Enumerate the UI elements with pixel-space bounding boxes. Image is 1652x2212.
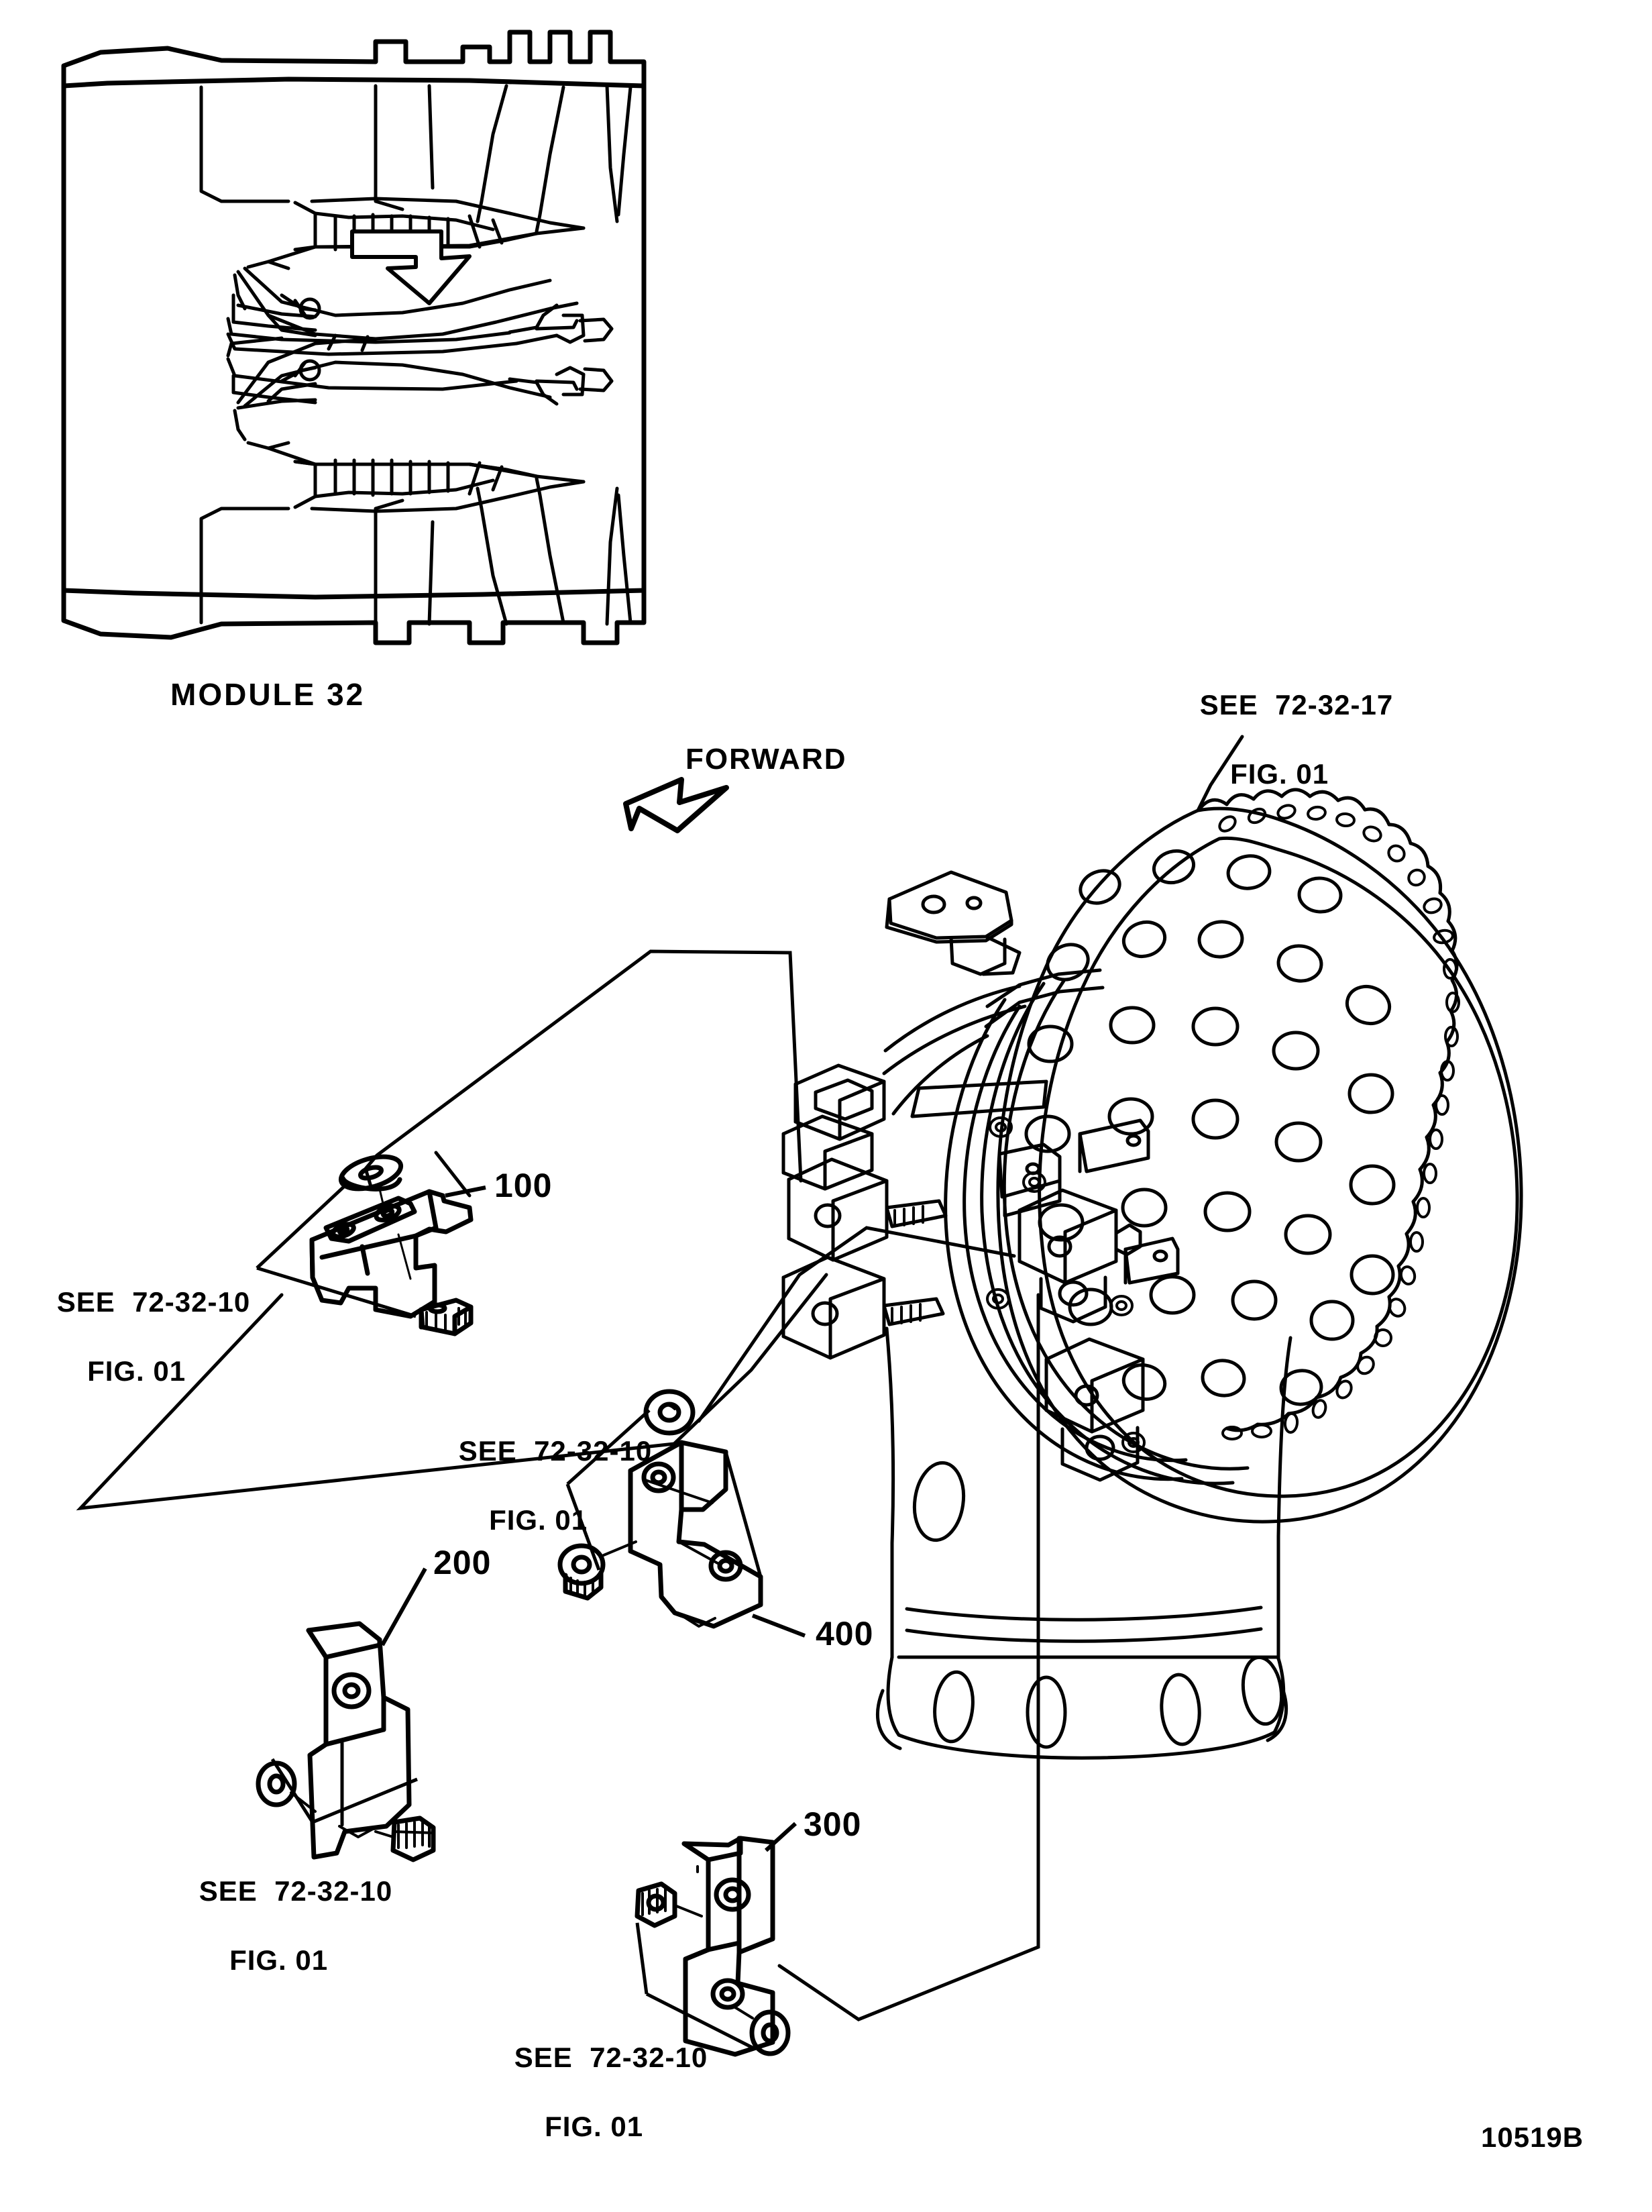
part-200-reference-line1: SEE 72-32-10	[199, 1875, 393, 1907]
forward-label: FORWARD	[685, 743, 847, 776]
callout-100: 100	[494, 1167, 553, 1204]
washer-300-right	[749, 2009, 791, 2056]
casing-reference-line2: FIG. 01	[1230, 757, 1329, 790]
part-300-reference-label: SEE 72-32-10 FIG. 01	[480, 2006, 708, 2212]
part-400-reference-label: SEE 72-32-10 FIG. 01	[425, 1400, 652, 1605]
part-200-reference-label: SEE 72-32-10 FIG. 01	[165, 1840, 392, 2046]
washer-400-lower	[557, 1543, 606, 1586]
part-400-reference-line2: FIG. 01	[489, 1504, 588, 1536]
washer-100-upper	[338, 1154, 404, 1192]
callout-400: 400	[816, 1615, 874, 1652]
nut-300-left	[635, 1881, 677, 1928]
part-300-reference-line2: FIG. 01	[545, 2110, 644, 2142]
drawing-number: 10519B	[1481, 2121, 1584, 2153]
casing-reference-label: SEE 72-32-17 FIG. 01	[1166, 653, 1393, 859]
module-32-caption: MODULE 32	[170, 677, 366, 712]
casing-reference-line1: SEE 72-32-17	[1199, 689, 1394, 721]
part-100-reference-label: SEE 72-32-10 FIG. 01	[23, 1251, 250, 1457]
part-200-reference-line2: FIG. 01	[229, 1944, 329, 1976]
part-100-reference-line1: SEE 72-32-10	[56, 1286, 251, 1318]
part-300-reference-line1: SEE 72-32-10	[514, 2042, 708, 2074]
callout-300: 300	[804, 1805, 862, 1843]
part-100-reference-line2: FIG. 01	[87, 1355, 186, 1387]
callout-200: 200	[433, 1544, 492, 1581]
